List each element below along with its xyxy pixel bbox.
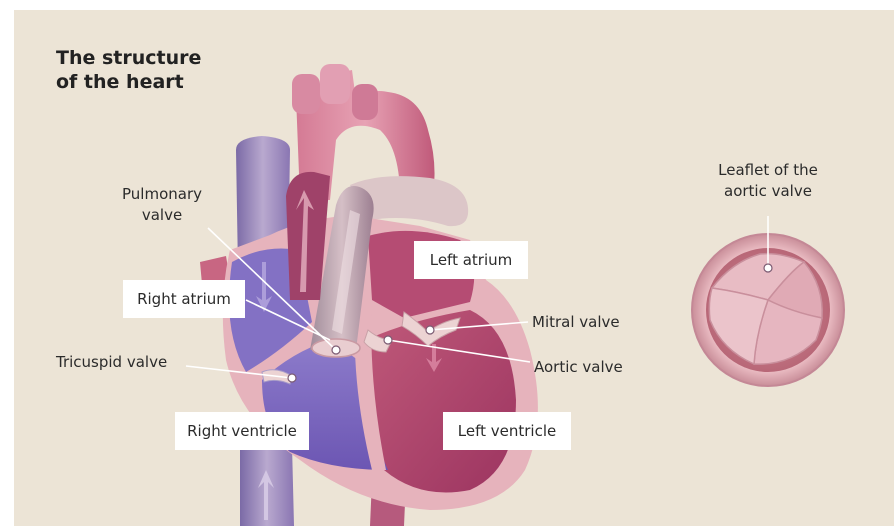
aorta-branch-3: [352, 84, 378, 120]
diagram-title: The structure of the heart: [56, 46, 201, 94]
aortic-valve-closeup: [692, 216, 844, 386]
dot-pulmonary-valve: [332, 346, 340, 354]
label-left-ventricle: Left ventricle: [443, 412, 571, 450]
title-line-1: The structure: [56, 46, 201, 70]
label-mitral-valve: Mitral valve: [532, 313, 620, 331]
aorta-branch-2: [320, 64, 350, 104]
label-aortic-leaflet-line-2: aortic valve: [706, 181, 830, 202]
label-pulmonary-valve-line-2: valve: [114, 205, 210, 226]
dot-aortic-valve: [384, 336, 392, 344]
label-pulmonary-valve-line-1: Pulmonary: [114, 184, 210, 205]
label-right-ventricle: Right ventricle: [175, 412, 309, 450]
label-tricuspid-valve: Tricuspid valve: [56, 353, 167, 371]
label-aortic-leaflet: Leaflet of the aortic valve: [706, 160, 830, 202]
label-aortic-valve: Aortic valve: [534, 358, 623, 376]
aorta-branch-1: [292, 74, 320, 114]
dot-tricuspid-valve: [288, 374, 296, 382]
label-pulmonary-valve: Pulmonary valve: [114, 184, 210, 226]
title-line-2: of the heart: [56, 70, 201, 94]
dot-mitral-valve: [426, 326, 434, 334]
label-aortic-leaflet-line-1: Leaflet of the: [706, 160, 830, 181]
label-left-atrium: Left atrium: [414, 241, 528, 279]
label-right-atrium: Right atrium: [123, 280, 245, 318]
dot-aortic-leaflet: [764, 264, 772, 272]
